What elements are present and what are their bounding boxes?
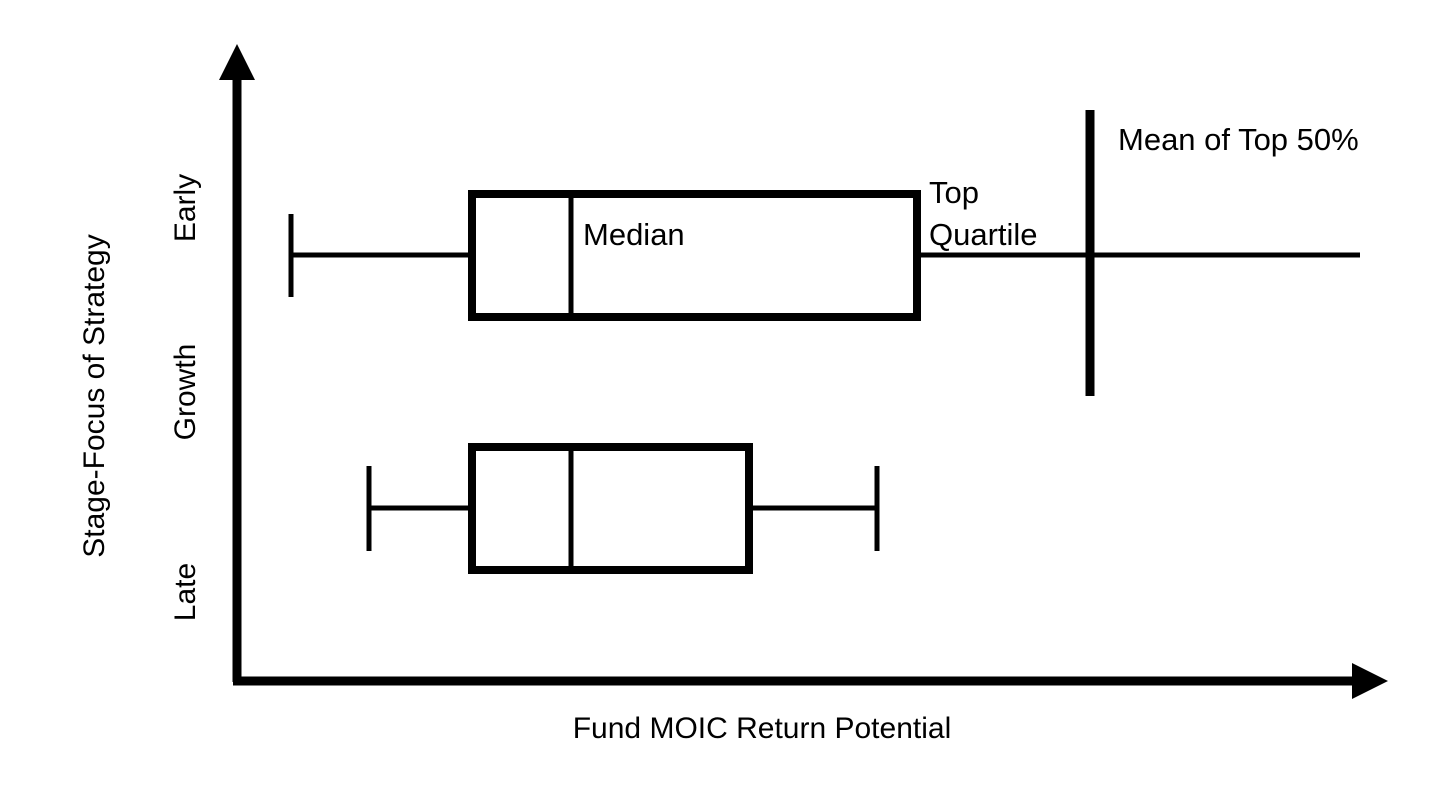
y-tick-label-late: Late — [169, 563, 202, 621]
x-axis-title: Fund MOIC Return Potential — [573, 712, 952, 745]
y-tick-label-growth: Growth — [169, 344, 202, 441]
top-quartile-annotation-label-line1: Top — [929, 175, 979, 210]
x-axis-arrowhead — [1352, 663, 1388, 699]
y-axis-arrowhead — [219, 44, 255, 80]
mean-of-top-50-annotation-label: Mean of Top 50% — [1118, 122, 1359, 157]
y-axis-title: Stage-Focus of Strategy — [78, 234, 111, 558]
y-tick-label-early: Early — [169, 174, 202, 242]
late-box — [468, 443, 753, 574]
axis-group — [219, 44, 1388, 699]
boxplot-late — [366, 443, 880, 574]
top-quartile-annotation-label-line2: Quartile — [929, 217, 1038, 252]
median-annotation-label: Median — [583, 217, 685, 252]
early-box — [468, 190, 921, 321]
boxplot-early — [288, 190, 1360, 321]
